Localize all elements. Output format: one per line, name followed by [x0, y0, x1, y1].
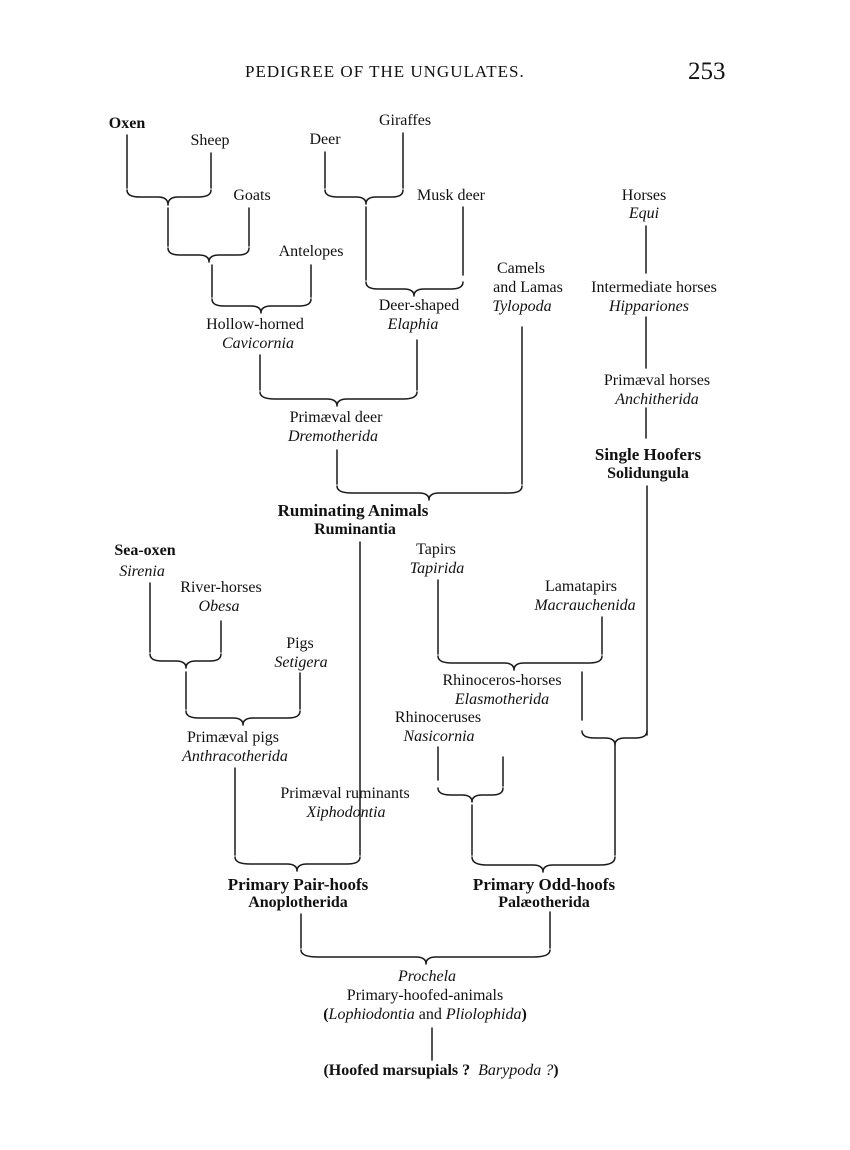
- label-primary-pair-hoofs: Primary Pair-hoofs: [227, 875, 369, 894]
- label-sirenia: Sirenia: [119, 563, 165, 580]
- label-sea-oxen: Sea-oxen: [114, 542, 176, 559]
- label-rhinoceruses: Rhinoceruses: [394, 709, 482, 726]
- label-anoplotherida: Anoplotherida: [248, 894, 348, 911]
- label-prochela: Prochela: [397, 968, 457, 985]
- page-number: 253: [688, 58, 726, 85]
- connector-rhinoceruses: [437, 746, 504, 803]
- label-rhinoceros-horses: Rhinoceros-horses: [442, 672, 562, 689]
- label-giraffes: Giraffes: [378, 112, 432, 129]
- label-prochela-synonyms: (Lophiodontia and Pliolophida): [323, 1006, 527, 1024]
- label-pigs: Pigs: [286, 635, 314, 652]
- connector-oxen-sheep: [126, 134, 212, 206]
- label-horses: Horses: [621, 187, 667, 204]
- connector-pigs-down: [234, 767, 361, 872]
- paren-open: (: [323, 1006, 329, 1023]
- label-primaeval-pigs: Primæval pigs: [186, 729, 280, 746]
- barypoda-paren-close: ): [553, 1062, 559, 1079]
- label-camels: Camels: [497, 260, 545, 277]
- label-primary-odd-hoofs: Primary Odd-hoofs: [472, 875, 616, 894]
- connector-odd-hoofs: [471, 744, 616, 873]
- label-xiphodontia: Xiphodontia: [306, 804, 386, 821]
- connector-caprines-antelopes: [211, 264, 312, 314]
- connector-hippos-pigs: [185, 671, 301, 726]
- connector-primary-hoofed: [300, 911, 551, 965]
- label-setigera: Setigera: [274, 654, 328, 671]
- label-hollow-horned: Hollow-horned: [206, 316, 304, 333]
- label-pliolophida: Pliolophida: [445, 1006, 522, 1023]
- label-elaphia: Elaphia: [387, 316, 439, 333]
- connector-bovids-cervids: [259, 339, 418, 407]
- label-primaeval-ruminants: Primæval ruminants: [280, 785, 410, 802]
- label-hoofed-marsupials-line: (Hoofed marsupials ? Barypoda ?): [323, 1062, 558, 1080]
- label-lamatapirs: Lamatapirs: [545, 578, 617, 595]
- label-intermediate-horses: Intermediate horses: [591, 279, 717, 296]
- connector-seaoxen-riverhorses: [149, 582, 222, 669]
- label-deer: Deer: [309, 131, 341, 148]
- label-dremotherida: Dremotherida: [287, 428, 379, 445]
- label-palaeotherida: Palæotherida: [498, 894, 590, 911]
- label-ruminating-animals: Ruminating Animals: [277, 501, 429, 520]
- paren-close: ): [521, 1006, 527, 1023]
- label-solidungula: Solidungula: [607, 465, 689, 482]
- label-ruminantia: Ruminantia: [314, 521, 396, 538]
- label-tylopoda: Tylopoda: [492, 298, 552, 315]
- label-cavicornia: Cavicornia: [222, 335, 294, 352]
- label-elasmotherida: Elasmotherida: [454, 691, 550, 708]
- label-hippariones: Hippariones: [609, 298, 689, 315]
- page-title: PEDIGREE OF THE UNGULATES.: [245, 62, 525, 81]
- label-and-lamas: and Lamas: [493, 279, 563, 296]
- label-and: and: [414, 1006, 446, 1023]
- label-primary-hoofed-animals: Primary-hoofed-animals: [346, 987, 504, 1004]
- label-hoofed-marsupials: (Hoofed marsupials ?: [323, 1062, 471, 1079]
- label-antelopes: Antelopes: [278, 243, 344, 260]
- label-anchitherida: Anchitherida: [615, 391, 699, 408]
- label-equi: Equi: [628, 205, 660, 222]
- connector-deer-giraffes: [324, 132, 404, 205]
- label-oxen: Oxen: [108, 115, 146, 132]
- label-river-horses: River-horses: [180, 579, 262, 596]
- label-musk-deer: Musk deer: [417, 187, 485, 204]
- label-single-hoofers: Single Hoofers: [594, 445, 702, 464]
- label-deer-shaped: Deer-shaped: [378, 297, 460, 314]
- label-lophiodontia: Lophiodontia: [328, 1006, 415, 1023]
- label-barypoda: Barypoda ?: [478, 1062, 554, 1079]
- connector-deer-musk: [365, 206, 464, 297]
- label-tapirida: Tapirida: [409, 560, 465, 577]
- connector-ovicaprine-goats: [167, 207, 250, 263]
- connector-rhinohorses-horses: [581, 730, 648, 746]
- connector-horse-line: [645, 225, 648, 736]
- label-nasicornia: Nasicornia: [403, 728, 475, 745]
- connector-tapirs-lamatapirs: [437, 579, 603, 671]
- label-primaeval-horses: Primæval horses: [603, 372, 711, 389]
- label-sheep: Sheep: [190, 132, 230, 149]
- label-macrauchenida: Macrauchenida: [534, 597, 636, 614]
- connector-ruminants-camels: [336, 326, 523, 501]
- label-tapirs: Tapirs: [416, 541, 456, 558]
- label-primaeval-deer: Primæval deer: [289, 409, 383, 426]
- label-goats: Goats: [233, 187, 271, 204]
- label-anthracotherida: Anthracotherida: [182, 748, 288, 765]
- label-obesa: Obesa: [198, 598, 240, 615]
